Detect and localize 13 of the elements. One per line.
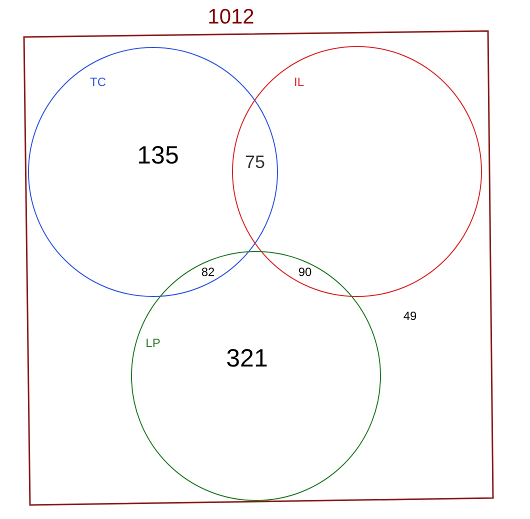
set-circle [28, 47, 278, 297]
region-count: 82 [201, 266, 215, 278]
set-name: TC [90, 76, 106, 88]
set-total-heading: 1012 [208, 6, 254, 28]
region-count: 49 [403, 310, 417, 322]
region-count: 75 [244, 153, 266, 171]
set-circle [232, 46, 482, 297]
set-name: LP [146, 337, 160, 349]
region-count: 135 [137, 144, 179, 168]
set-name: IL [294, 76, 304, 88]
region-count: 90 [298, 266, 312, 278]
region-count: 321 [226, 346, 268, 372]
set-circle [131, 251, 381, 501]
